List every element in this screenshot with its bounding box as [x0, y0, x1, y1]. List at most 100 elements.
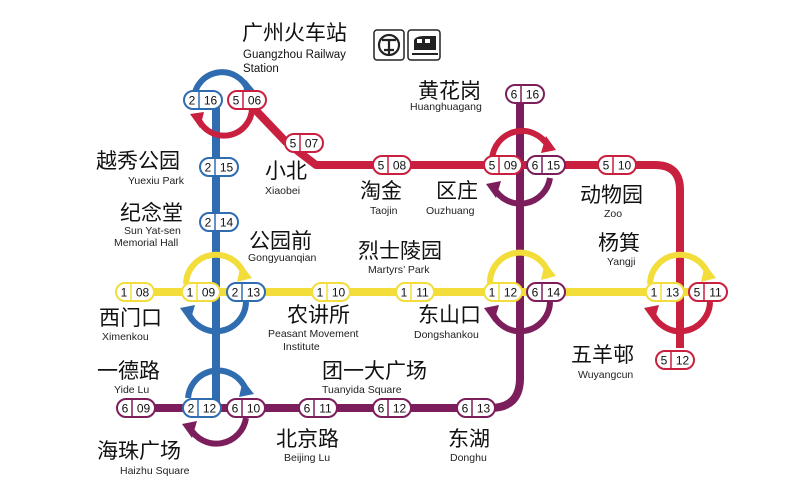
badge-pill [483, 155, 523, 175]
station-name-en: Taojin [370, 205, 398, 217]
badge-line-number: 6 [532, 159, 539, 173]
badge-line-number: 6 [378, 402, 385, 416]
station-name-en-2: Memorial Hall [114, 237, 178, 249]
badge-line-number: 1 [121, 286, 128, 300]
badge-pill [115, 282, 155, 302]
transfer-loop-ouzhuang [486, 127, 556, 207]
badge-station-number: 10 [332, 286, 346, 300]
badge-line-number: 5 [661, 354, 668, 368]
station-label-yangji: 杨箕 Yangji [598, 231, 640, 268]
badge-pill [284, 133, 324, 153]
badge-station-number: 15 [220, 161, 234, 175]
station-name-cn: 东山口 [418, 303, 481, 327]
badge-pill [395, 282, 435, 302]
badge-pill [227, 90, 267, 110]
transfer-loop-haizhu-square [182, 367, 254, 447]
badge-line-number: 2 [205, 216, 212, 230]
badge-pill [645, 282, 685, 302]
badge-pill [372, 155, 412, 175]
station-label-memorial-hall: 纪念堂 Sun Yat-sen Memorial Hall [114, 201, 183, 249]
badge-line-number: 2 [188, 402, 195, 416]
station-label-beijing-lu: 北京路 Beijing Lu [276, 427, 339, 464]
badge-pill [226, 282, 266, 302]
station-label-donghu: 东湖 Donghu [448, 427, 490, 464]
station-code-badge: 2 14 [199, 212, 239, 232]
station-name-en: Gongyuanqian [248, 252, 316, 264]
badge-station-number: 12 [393, 402, 407, 416]
train-icon [407, 29, 441, 61]
badge-station-number: 12 [203, 402, 217, 416]
badge-pill [199, 212, 239, 232]
badge-station-number: 09 [202, 286, 216, 300]
badge-pill [116, 398, 156, 418]
badge-station-number: 10 [247, 402, 261, 416]
badge-line-number: 5 [378, 159, 385, 173]
badge-pill [526, 282, 566, 302]
station-label-haizhu-square: 海珠广场 Haizhu Square [97, 439, 190, 477]
badge-pill [688, 282, 728, 302]
badge-station-number: 11 [709, 286, 722, 300]
station-name-en: Martyrs’ Park [368, 264, 430, 276]
station-code-badge: 5 11 [688, 282, 728, 302]
station-code-badge: 6 12 [372, 398, 412, 418]
station-label-xiaobei: 小北 Xiaobei [265, 159, 307, 197]
badge-pill [456, 398, 496, 418]
transfer-loop-dongshankou [484, 249, 556, 335]
station-name-cn: 区庄 [436, 179, 478, 203]
station-code-badge: 6 09 [116, 398, 156, 418]
badge-line-number: 5 [290, 137, 297, 151]
station-label-guangzhou-railway: 广州火车站 Guangzhou Railway Station [242, 21, 347, 75]
badge-station-number: 08 [136, 286, 150, 300]
station-name-en: Yide Lu [114, 384, 149, 396]
station-name-cn: 公园前 [249, 229, 312, 253]
badge-line-number: 5 [489, 159, 496, 173]
station-name-cn: 纪念堂 [120, 201, 183, 225]
badge-line-number: 5 [603, 159, 610, 173]
badge-station-number: 09 [137, 402, 151, 416]
station-label-taojin: 淘金 Taojin [360, 179, 402, 217]
badge-pill [505, 84, 545, 104]
badge-line-number: 1 [651, 286, 658, 300]
station-label-ouzhuang: 区庄 Ouzhuang [426, 179, 478, 217]
station-label-gongyuanqian: 公园前 Gongyuanqian [248, 229, 316, 264]
station-name-en: Peasant Movement [268, 328, 359, 340]
station-name-cn: 五羊邨 [571, 343, 634, 367]
station-name-cn: 西门口 [99, 306, 162, 330]
station-name-cn: 一德路 [97, 359, 160, 383]
badge-pill [182, 398, 222, 418]
station-name-cn: 团一大广场 [322, 359, 427, 383]
badge-station-number: 06 [248, 94, 262, 108]
badge-line-number: 6 [122, 402, 129, 416]
badge-line-number: 2 [205, 161, 212, 175]
badge-line-number: 5 [694, 286, 701, 300]
badge-line-number: 2 [189, 94, 196, 108]
badge-pill [181, 282, 221, 302]
badge-line-number: 1 [317, 286, 324, 300]
badge-station-number: 14 [547, 286, 561, 300]
station-name-en: Haizhu Square [120, 465, 190, 477]
badge-station-number: 14 [220, 216, 234, 230]
station-name-en-2: Institute [283, 341, 320, 353]
station-name-en: Beijing Lu [284, 452, 330, 464]
station-name-cn: 农讲所 [287, 303, 350, 327]
badge-pill [655, 350, 695, 370]
station-name-en: Huanghuagang [410, 101, 482, 113]
badge-pill [199, 157, 239, 177]
station-name-cn: 越秀公园 [96, 149, 180, 173]
